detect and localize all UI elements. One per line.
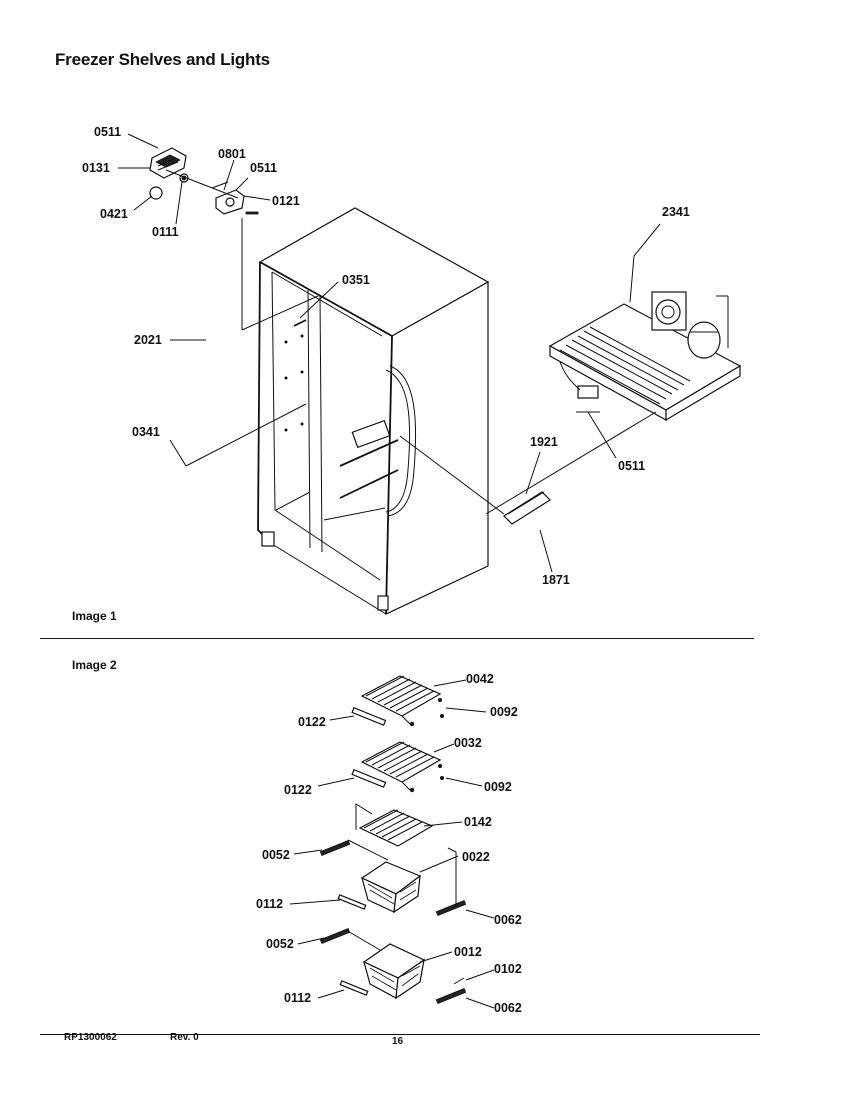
wire-shelf-0142 [355,803,434,847]
image-1-caption: Image 1 [72,609,117,623]
section-divider [40,638,754,639]
callout-0052: 0052 [266,937,294,951]
basket-0022 [360,861,422,914]
part-number: RP1300062 [64,1032,117,1043]
callout-0032: 0032 [454,736,482,750]
callout-0131: 0131 [82,161,110,175]
refrigerator-cabinet [257,207,490,615]
callout-2021: 2021 [134,333,162,347]
callout-0012: 0012 [454,945,482,959]
light-switch [211,181,259,215]
control-board [503,491,551,525]
callout-0112: 0112 [256,897,283,911]
callout-1871: 1871 [542,573,570,587]
callout-leaders-image2 [289,679,495,1009]
callout-0042: 0042 [466,672,494,686]
callout-0092: 0092 [490,705,518,719]
callout-0511: 0511 [250,161,277,175]
leader-line [485,411,657,515]
revision: Rev. 0 [170,1032,199,1043]
callout-2341: 2341 [662,205,690,219]
callout-0351: 0351 [342,273,370,287]
light-housing [149,147,187,179]
image-2-caption: Image 2 [72,658,117,672]
page-number: 16 [392,1036,404,1047]
callout-1921: 1921 [530,435,558,449]
callout-0062: 0062 [494,1001,522,1015]
slides-and-rails [319,839,467,1004]
callout-0122: 0122 [284,783,312,797]
callout-0022: 0022 [462,850,490,864]
leader-line [399,435,505,515]
machine-compartment-assembly [548,291,742,422]
light-bulb [149,173,189,200]
callout-0121: 0121 [272,194,300,208]
callout-0122: 0122 [298,715,326,729]
leader-line [241,295,319,331]
callout-0062: 0062 [494,913,522,927]
leader-line [165,169,239,199]
callout-0511: 0511 [94,125,121,139]
callout-0511: 0511 [618,459,645,473]
footer-rule [40,1034,760,1035]
callout-0052: 0052 [262,848,290,862]
callout-0421: 0421 [100,207,128,221]
callout-0111: 0111 [152,225,178,239]
callout-0112: 0112 [284,991,311,1005]
callout-0102: 0102 [494,962,522,976]
wire-shelf-0042 [351,675,444,727]
basket-0012 [362,943,426,1000]
callout-0341: 0341 [132,425,160,439]
callout-0092: 0092 [484,780,512,794]
callout-0142: 0142 [464,815,492,829]
wire-shelf-0032 [351,741,444,793]
page-title: Freezer Shelves and Lights [55,50,270,69]
callout-0801: 0801 [218,147,246,161]
callout-leaders-image1 [118,133,661,573]
